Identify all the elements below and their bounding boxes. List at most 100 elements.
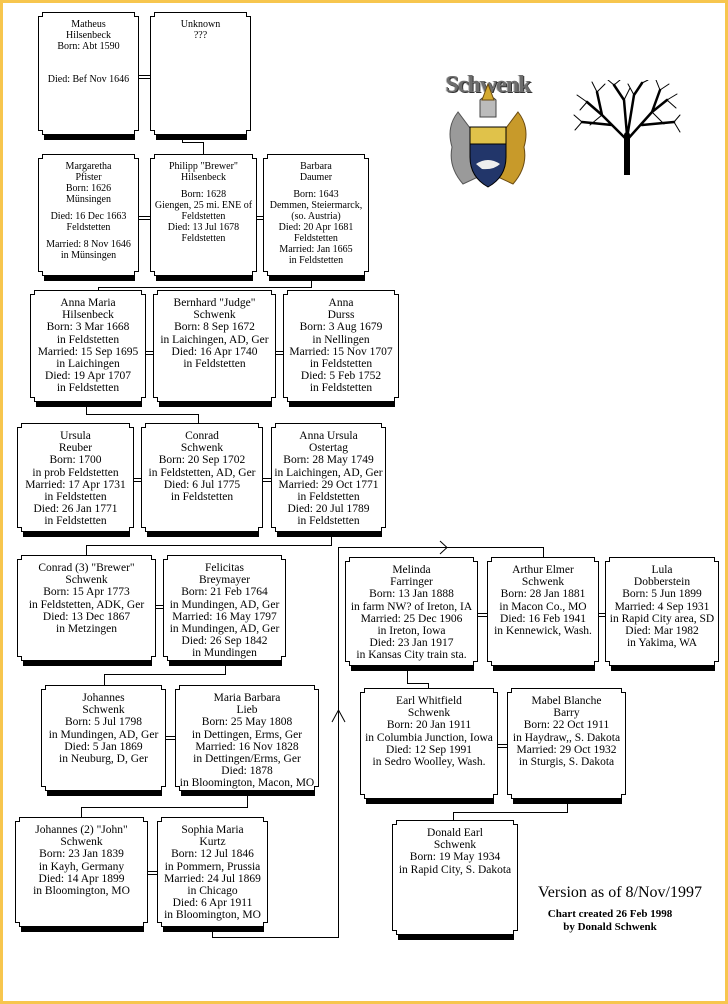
person-name-line: Bernhard "Judge" — [173, 297, 256, 309]
person-detail-line: Born: 23 Jan 1839 — [39, 848, 124, 861]
person-detail-line: Married: 15 Sep 1695 — [37, 345, 139, 358]
person-detail-line: in Feldstetten — [297, 515, 360, 528]
person-detail-line: Died: 16 Apr 1740 — [171, 345, 258, 358]
marriage-connector — [599, 613, 605, 617]
marriage-connector — [276, 351, 283, 355]
person-detail-line: Married: 15 Nov 1707 — [289, 345, 393, 358]
marriage-connector — [156, 605, 163, 609]
person-detail-line: Died: 6 Jul 1775 — [163, 478, 241, 491]
person-detail-line: Born: 1628 — [180, 189, 227, 200]
person-detail-line: Giengen, 25 mi. ENE of — [154, 200, 253, 211]
marriage-connector — [263, 478, 271, 482]
chart-created-text: Chart created 26 Feb 1998 — [547, 908, 673, 920]
person-detail-line: in Feldstetten — [56, 333, 120, 346]
descent-line — [98, 276, 312, 290]
person-name-line: Hilsenbeck — [62, 309, 114, 322]
descent-line — [212, 547, 544, 938]
person-detail-line: Married: 24 Jul 1869 — [164, 872, 261, 885]
person-name-line: Pfister — [75, 172, 102, 183]
person-detail-line: in Feldstetten — [44, 491, 107, 504]
person-detail-line: (so. Austria) — [291, 211, 341, 222]
version-label: Version as of 8/Nov/1997 — [538, 884, 702, 901]
person-detail-line: in Laichingen, AD, Ger — [274, 466, 383, 479]
person-name-line: Mabel Blanche — [531, 695, 602, 707]
person-detail-line: Married: 16 May 1797 — [172, 610, 277, 623]
person-detail-line: Died: 23 Jan 1917 — [369, 637, 454, 650]
person-detail-line: Married: 17 Apr 1731 — [25, 478, 126, 491]
person-detail-line: Died: 26 Jan 1771 — [33, 503, 118, 516]
person-detail-line: Born: 28 Jan 1881 — [500, 588, 586, 601]
person-detail-line: Died: 20 Apr 1681 — [278, 222, 354, 233]
descent-line — [86, 402, 199, 423]
person-detail-line: in Kennewick, Wash. — [494, 625, 592, 638]
person-detail-line: Died: 16 Dec 1663 — [50, 211, 127, 222]
person-name-line: Sophia Maria — [181, 824, 244, 836]
person-detail-line: Feldstetten — [294, 233, 338, 244]
person-detail-line: in Feldstetten — [309, 382, 373, 395]
person-detail-line: Died: 19 Apr 1707 — [45, 370, 131, 383]
marriage-connector — [257, 216, 263, 220]
crest-icon — [449, 82, 527, 188]
person-name-line: Anna — [328, 297, 354, 309]
person-detail-line: Died: 1878 — [221, 765, 273, 778]
person-detail-line: in Macon Co., MO — [499, 600, 587, 613]
person-detail-line: Born: 19 May 1934 — [409, 851, 501, 864]
person-name-line: Schwenk — [407, 707, 451, 720]
person-detail-line: in Rapid City area, SD — [609, 612, 715, 625]
person-detail-line: Münsingen — [66, 194, 111, 205]
person-detail-line: in Haydraw,, S. Dakota — [512, 731, 621, 744]
person-name-line: Hilsenbeck — [181, 172, 226, 183]
person-detail-line: Feldstetten — [181, 233, 226, 244]
person-name-line: Johannes (2) "John" — [35, 824, 128, 836]
person-name-line: Farringer — [390, 576, 433, 589]
person-name-line: Schwenk — [82, 704, 125, 717]
person-detail-line: Feldstetten — [181, 211, 226, 222]
person-detail-line: in Bloomington, Macon, MO — [179, 777, 315, 790]
person-name-line: ??? — [193, 30, 208, 41]
person-detail-line: in Bloomington, MO — [33, 885, 130, 898]
person-detail-line: Married: 16 Nov 1828 — [195, 740, 299, 753]
descent-line — [453, 799, 568, 820]
person-detail-line: Born: 22 Oct 1911 — [523, 719, 610, 732]
person-detail-line: in Feldstetten — [183, 358, 246, 371]
person-detail-line: in Dettingen, Erms, Ger — [191, 728, 303, 741]
person-detail-line: Born: 21 Feb 1764 — [181, 586, 268, 599]
marriage-connector — [148, 871, 157, 875]
person-detail-line: Born: 5 Jun 1899 — [622, 588, 702, 601]
person-name-line: Lula — [651, 564, 673, 576]
person-name-line: Conrad (3) "Brewer" — [38, 562, 135, 574]
person-detail-line: Born: 5 Jul 1798 — [65, 716, 142, 729]
person-detail-line: in Laichingen — [56, 358, 120, 371]
person-detail-line: in Mundingen, AD, Ger — [48, 728, 159, 741]
person-box-unknown: Unknown??? — [150, 12, 251, 140]
person-detail-line: Born: 20 Jan 1911 — [386, 719, 472, 732]
person-name-line: Philipp "Brewer" — [169, 161, 238, 172]
person-detail-line: in Feldstetten — [170, 491, 234, 504]
person-name-line: Reuber — [58, 442, 93, 455]
person-detail-line: Born: 1700 — [49, 454, 102, 467]
person-detail-line: Born: Abt 1590 — [57, 41, 120, 52]
person-detail-line: in farm NW? of Ireton, IA — [350, 600, 473, 613]
person-name-line: Unknown — [180, 19, 221, 30]
person-detail-line: in Mundingen, AD, Ger — [169, 623, 280, 636]
person-name-line: Felicitas — [205, 562, 244, 574]
person-detail-line: in prob Feldstetten — [32, 466, 119, 479]
person-detail-line: Died: 20 Jul 1789 — [287, 503, 370, 516]
person-name-line: Durss — [327, 309, 355, 322]
person-name-line: Schwenk — [193, 309, 236, 322]
person-detail-line: Died: 12 Sep 1991 — [386, 743, 472, 756]
marriage-connector — [146, 351, 153, 355]
person-detail-line: in Yakima, WA — [626, 637, 698, 650]
